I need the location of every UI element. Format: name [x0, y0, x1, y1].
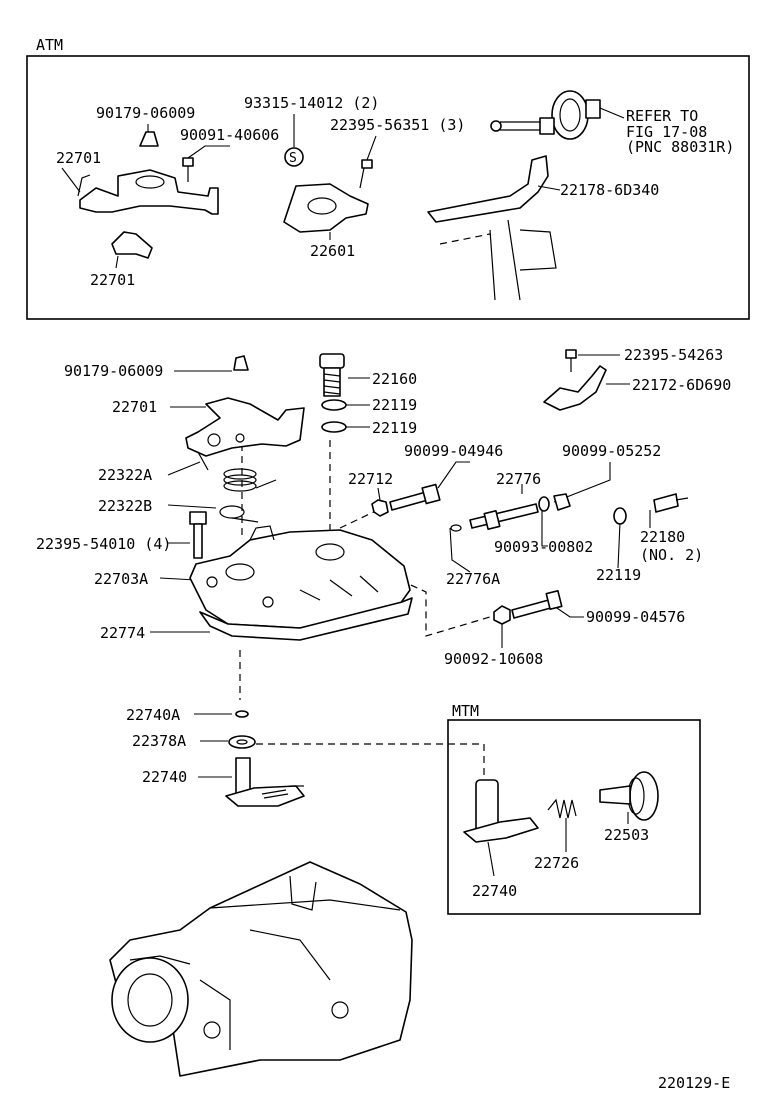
figure-code: 220129-E: [658, 1074, 730, 1092]
bolt-icon: [359, 135, 377, 189]
label-90091-40606: 90091-40606: [180, 126, 279, 144]
diaphragm-actuator-icon: [490, 90, 625, 140]
spring-icon: [547, 798, 577, 852]
leader-lines: [150, 354, 651, 778]
solenoid-icon: [463, 779, 539, 877]
label-22726: 22726: [534, 854, 579, 872]
label-90099-05252: 90099-05252: [562, 442, 661, 460]
label-22322a: 22322A: [98, 466, 152, 484]
nut-icon: [139, 124, 159, 147]
label-22601: 22601: [310, 242, 355, 260]
label-22395-56351: 22395-56351 (3): [330, 116, 465, 134]
label-22701-a: 22701: [56, 149, 101, 167]
label-22701-b: 22701: [90, 271, 135, 289]
gasket-icon: [228, 735, 256, 749]
nut-icon: [371, 499, 389, 517]
section-label-atm: ATM: [36, 36, 63, 54]
label-refer-to: REFER TO: [626, 107, 698, 125]
washer-icon: [235, 710, 249, 718]
label-90179-06009-a: 90179-06009: [96, 104, 195, 122]
label-22160: 22160: [372, 370, 417, 388]
mtm-box: [447, 719, 701, 915]
bolt-icon: [511, 589, 563, 619]
label-90179-06009-b: 90179-06009: [64, 362, 163, 380]
throttle-lever-icon: [185, 397, 305, 471]
washer-icon: [321, 399, 347, 433]
label-22119-a: 22119: [372, 396, 417, 414]
s-ring-symbol: S: [289, 151, 297, 166]
label-22172-6d690: 22172-6D690: [632, 376, 731, 394]
bracket-icon: [543, 349, 607, 411]
injection-pump-icon: [109, 861, 413, 1077]
nut-icon: [493, 605, 511, 625]
label-22701-c: 22701: [112, 398, 157, 416]
adjusting-screw-icon: [319, 353, 345, 397]
label-22776a: 22776A: [446, 570, 500, 588]
nut-icon: [233, 355, 249, 371]
adjusting-screw-icon: [450, 503, 539, 532]
label-90093-00802: 90093-00802: [494, 538, 593, 556]
label-fig-17-08: FIG 17-08: [626, 123, 707, 141]
label-pnc-88031r: (PNC 88031R): [626, 138, 734, 156]
governor-cover-icon: [189, 525, 413, 641]
solenoid-icon: [225, 757, 305, 807]
label-22322b: 22322B: [98, 497, 152, 515]
bracket-icon: [283, 183, 369, 240]
label-22503: 22503: [604, 826, 649, 844]
bolt-icon: [389, 483, 441, 511]
pump-stub-icon: [439, 219, 557, 301]
label-22178-6d340: 22178-6D340: [560, 181, 659, 199]
sensor-icon: [653, 493, 689, 513]
atm-box: [26, 55, 750, 320]
label-93315-14012: 93315-14012 (2): [244, 94, 379, 112]
label-22119-c: 22119: [596, 566, 641, 584]
spring-icon: [223, 468, 277, 492]
label-22703a: 22703A: [94, 570, 148, 588]
label-22395-54010: 22395-54010 (4): [36, 535, 171, 553]
spring-icon: [219, 505, 259, 523]
label-22119-b: 22119: [372, 419, 417, 437]
label-90099-04576: 90099-04576: [586, 608, 685, 626]
label-22378a: 22378A: [132, 732, 186, 750]
washer-icon: [613, 507, 627, 525]
bolt-icon: [189, 511, 207, 559]
label-22180: 22180: [640, 528, 685, 546]
label-22712: 22712: [348, 470, 393, 488]
label-90099-04946: 90099-04946: [404, 442, 503, 460]
label-22740-a: 22740: [142, 768, 187, 786]
washer-icon: [538, 493, 571, 512]
label-90092-10608: 90092-10608: [444, 650, 543, 668]
link-rod-icon: [427, 155, 561, 223]
s-ring-icon: S: [284, 114, 304, 167]
bracket-icon: [111, 231, 153, 269]
label-22774: 22774: [100, 624, 145, 642]
throttle-lever-icon: [61, 167, 219, 215]
label-22740-b: 22740: [472, 882, 517, 900]
label-22740a: 22740A: [126, 706, 180, 724]
label-no-2: (NO. 2): [640, 546, 703, 564]
section-label-mtm: MTM: [452, 702, 479, 720]
bolt-icon: [182, 145, 230, 182]
label-22395-54263: 22395-54263: [624, 346, 723, 364]
diaphragm-actuator-icon: [599, 771, 659, 824]
label-22776: 22776: [496, 470, 541, 488]
